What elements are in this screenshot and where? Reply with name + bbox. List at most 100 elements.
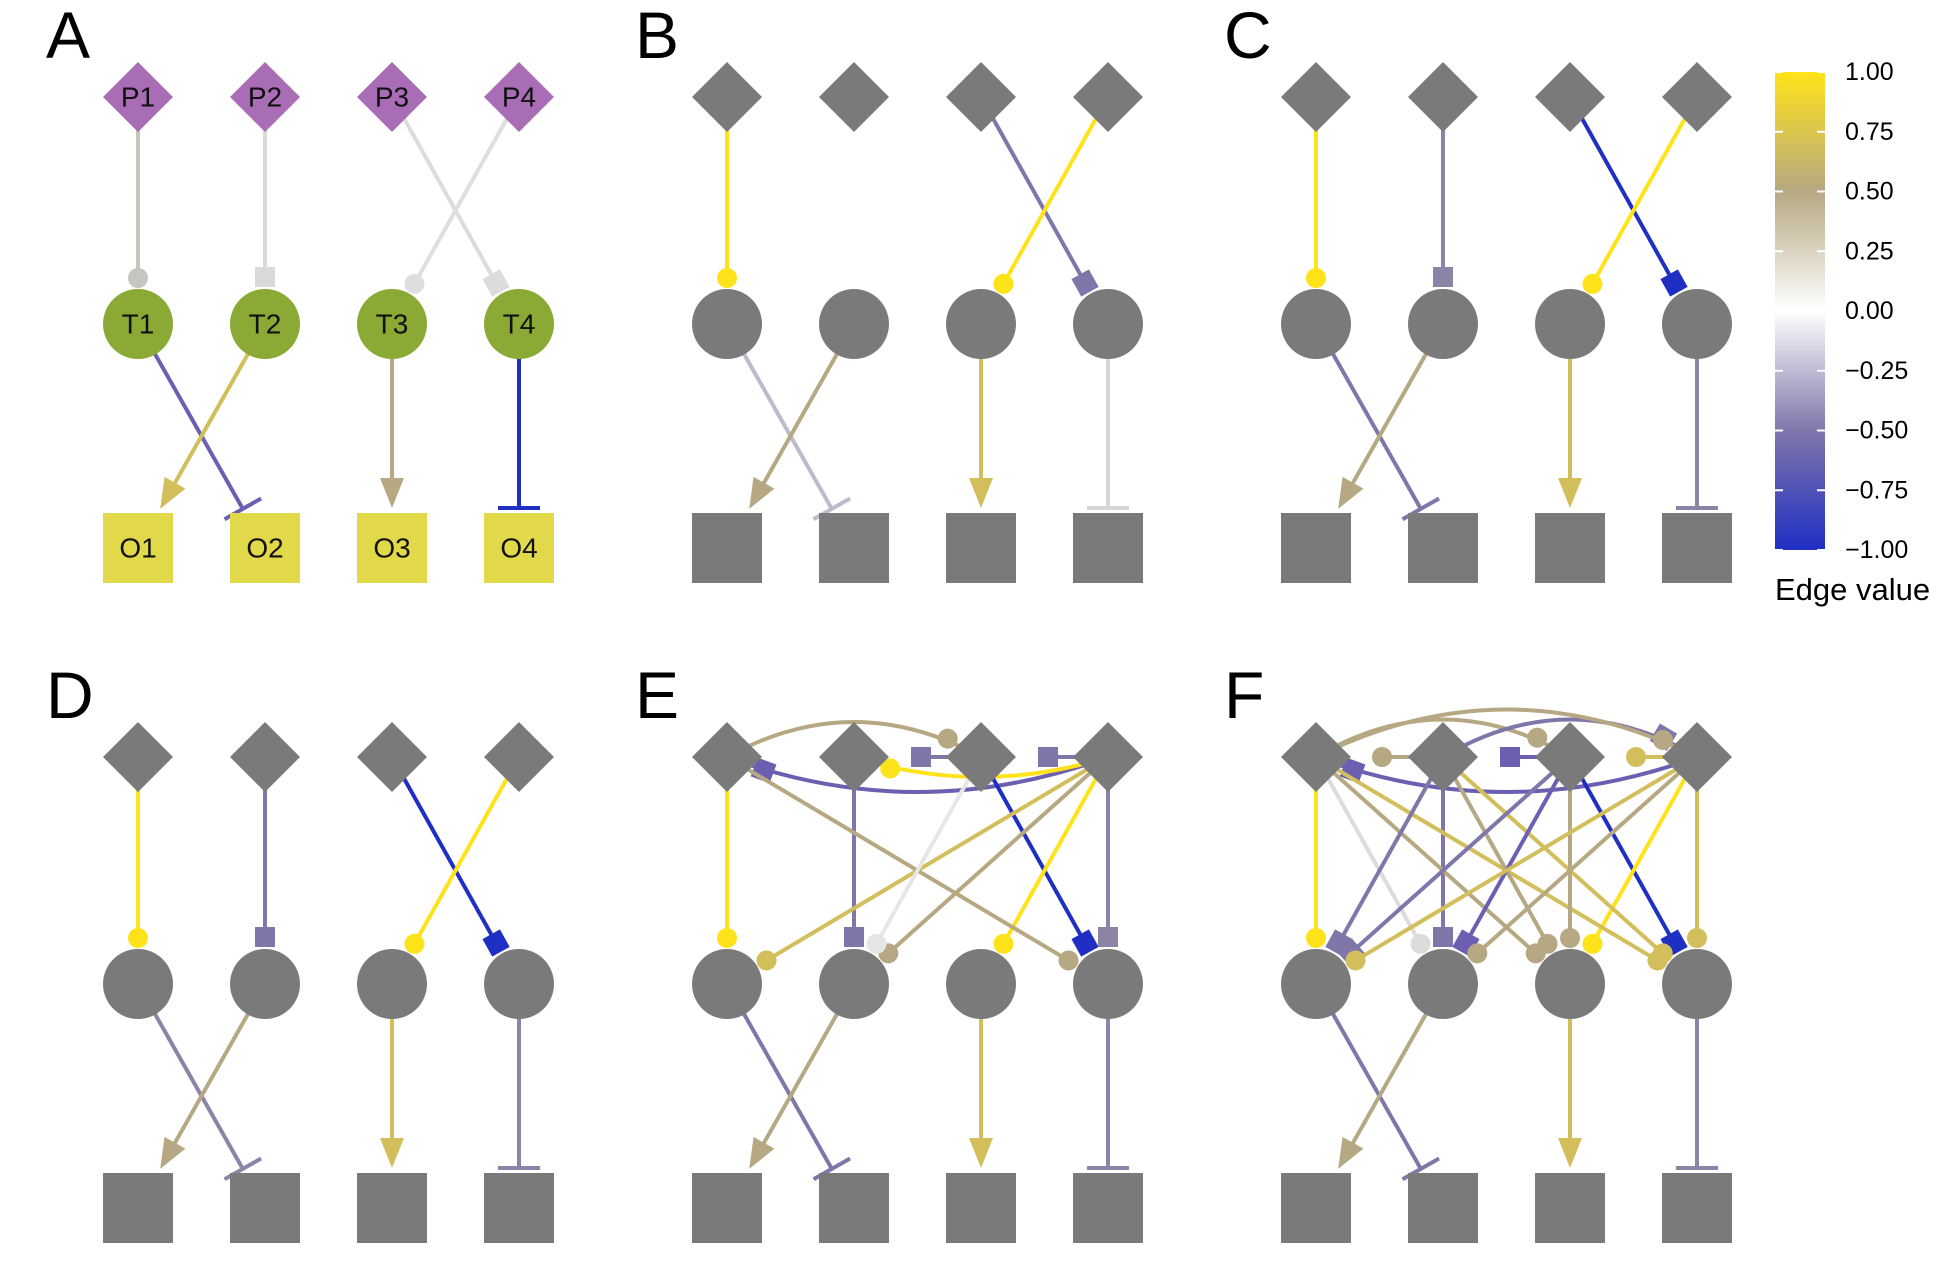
edge-t3-o3-tip-shape <box>380 1138 404 1168</box>
top-node-3 <box>946 722 1016 792</box>
edge-p4-t3 <box>412 756 521 945</box>
edge-p1-t4 <box>725 755 1070 963</box>
bottom-node-3 <box>357 1173 427 1243</box>
edge-t1-o2 <box>136 323 245 510</box>
middle-node-1 <box>692 289 762 359</box>
edge-p4-t1-tip <box>756 950 777 971</box>
edge-p3-t4-tip-shape <box>482 269 510 297</box>
legend-title: Edge value <box>1775 572 1930 607</box>
edge-p4-t1 <box>1354 755 1699 963</box>
middle-node-4 <box>484 289 554 359</box>
edge-p3-t3-tip-shape <box>1560 928 1580 948</box>
edge-p1-t4-tip-shape <box>1058 950 1079 971</box>
edge-p1-t4 <box>1314 755 1659 963</box>
edge-p1-t1-tip <box>1306 268 1326 288</box>
top-node-3 <box>357 722 427 792</box>
panel-letter: A <box>46 0 90 72</box>
panel-d: D <box>46 658 554 1243</box>
edge-p4-t1-tip-shape <box>756 950 777 971</box>
edge-p4-t3-tip-shape <box>993 933 1014 954</box>
bottom-node-1 <box>1281 1173 1351 1243</box>
edge-p3-t4-tip <box>1071 269 1099 297</box>
bottom-node-2 <box>819 513 889 583</box>
edge-p1-t1-tip <box>128 928 148 948</box>
bottom-node-4 <box>484 1173 554 1243</box>
bottom-node-4 <box>1073 1173 1143 1243</box>
panel-letter: C <box>1224 0 1272 72</box>
edge-p4-t3-tip <box>993 933 1014 954</box>
top-node-4 <box>1073 62 1143 132</box>
edge-t2-o1-tip <box>1338 476 1364 509</box>
edge-t2-o1-tip <box>160 1136 186 1169</box>
bottom-node-label-4: O4 <box>500 533 537 564</box>
edge-p3-p2-tip <box>1500 747 1520 767</box>
top-node-label-3: P3 <box>375 82 409 113</box>
edge-p1-t1-tip <box>717 928 737 948</box>
edge-p3-t4-tip <box>482 929 510 957</box>
edge-t1-o2 <box>725 983 834 1170</box>
bottom-node-4 <box>1073 513 1143 583</box>
edge-p1-t1-tip <box>717 268 737 288</box>
edge-p2-t2-tip <box>255 927 275 947</box>
bottom-node-3 <box>1535 1173 1605 1243</box>
edge-p4-t3-tip-shape <box>404 273 425 294</box>
edge-p2-t2-tip-shape <box>1433 927 1453 947</box>
edge-p4-t3 <box>1001 96 1110 285</box>
edge-t1-o2 <box>725 323 834 510</box>
edge-p3-t4-tip-shape <box>1071 929 1099 957</box>
middle-node-3 <box>946 949 1016 1019</box>
edge-t1-o2 <box>1314 983 1423 1170</box>
bottom-node-4 <box>484 513 554 583</box>
edge-p2-t2-tip-shape <box>1433 267 1453 287</box>
middle-node-label-3: T3 <box>376 309 409 340</box>
edge-t3-o3-tip <box>1558 478 1582 508</box>
panel-letter: D <box>46 658 94 732</box>
edge-p4-p3-tip-shape <box>1626 747 1646 767</box>
top-node-4 <box>484 722 554 792</box>
top-node-2 <box>230 62 300 132</box>
tick-label-8: −0.75 <box>1845 476 1908 504</box>
edge-p1-t1-tip <box>128 268 148 288</box>
edge-t3-o3-tip-shape <box>1558 478 1582 508</box>
edge-p3-t4 <box>390 756 499 945</box>
edge-t2-o1-tip-shape <box>749 476 775 509</box>
panel-f: F <box>1224 658 1732 1243</box>
bottom-node-3 <box>357 513 427 583</box>
tick-label-3: 0.50 <box>1845 178 1894 206</box>
bottom-node-1 <box>103 1173 173 1243</box>
edge-p4-t1 <box>765 755 1110 963</box>
edge-t1-o2 <box>136 983 245 1170</box>
edge-p2-t4-tip-shape <box>1652 943 1673 964</box>
top-node-1 <box>103 62 173 132</box>
middle-node-2 <box>1408 289 1478 359</box>
edge-p1-t4-tip <box>1058 950 1079 971</box>
edge-p1-t1-tip-shape <box>1306 268 1326 288</box>
edge-t2-o1-tip-shape <box>1338 476 1364 509</box>
edge-p1-t1-tip <box>1306 928 1326 948</box>
arc-p1-p4 <box>1315 707 1698 759</box>
edge-p3-t2 <box>1463 756 1572 945</box>
edge-p4-t4-tip <box>1098 927 1118 947</box>
edge-p3-t4-tip-shape <box>1660 269 1688 297</box>
edge-p4-t3 <box>1001 756 1110 945</box>
edge-p2-p1-tip <box>1372 747 1392 767</box>
edge-p2-t2-tip <box>1433 267 1453 287</box>
arc-p4-p1 <box>726 755 1109 794</box>
edge-p4-t3-tip <box>993 273 1014 294</box>
arc-p1-p4-tip-shape <box>1652 730 1673 751</box>
middle-node-3 <box>1535 289 1605 359</box>
bottom-node-4 <box>1662 513 1732 583</box>
middle-node-4 <box>1073 289 1143 359</box>
panel-c: C <box>1224 0 1732 583</box>
edge-p2-t3-tip <box>1537 933 1558 954</box>
edge-p2-t2-tip-shape <box>844 927 864 947</box>
edge-p2-t2-tip <box>1433 927 1453 947</box>
arc-p4-p1 <box>1315 755 1698 794</box>
edge-t3-o3-tip <box>969 1138 993 1168</box>
edge-p3-t2-tip-shape <box>866 933 887 954</box>
middle-node-1 <box>1281 949 1351 1019</box>
top-node-3 <box>1535 62 1605 132</box>
arc-p4-p2-tip-shape <box>880 758 901 779</box>
bottom-node-2 <box>230 513 300 583</box>
edge-t3-o3-tip-shape <box>380 478 404 508</box>
